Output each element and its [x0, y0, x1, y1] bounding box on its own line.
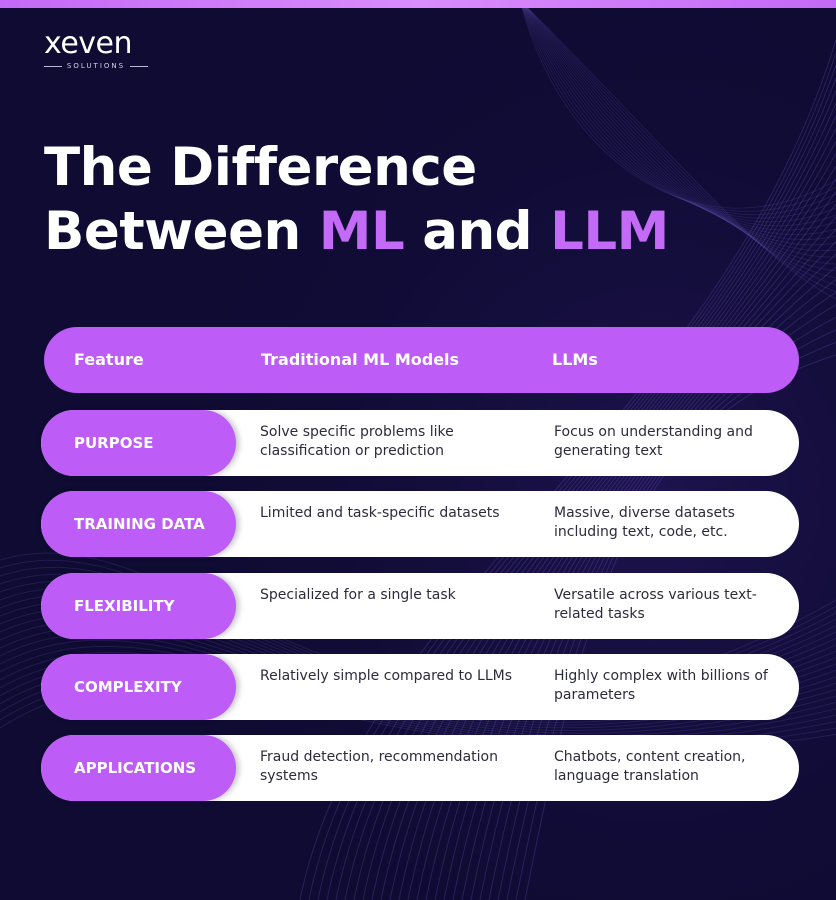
brand-logo: xeven SOLUTIONS	[44, 26, 149, 70]
title-accent-llm: LLM	[550, 201, 669, 262]
title-accent-ml: ML	[318, 201, 405, 262]
table-row-purpose: PURPOSE Solve specific problems like cla…	[41, 410, 799, 476]
wave-line	[519, 0, 836, 212]
logo-rule-right	[130, 65, 149, 67]
cell-llm: Chatbots, content creation, language tra…	[554, 749, 746, 784]
cell-llm: Focus on understanding and generating te…	[554, 424, 753, 459]
cell-traditional-ml: Limited and task-specific datasets	[260, 505, 500, 521]
cell-llm: Massive, diverse datasets including text…	[554, 505, 735, 540]
wave-line	[519, 0, 836, 286]
title-line-1: The Difference	[44, 137, 477, 198]
cell-traditional-ml: Specialized for a single task	[260, 587, 456, 603]
row-label: FLEXIBILITY	[74, 597, 175, 615]
logo-wordmark: xeven	[44, 26, 133, 61]
wave-line	[519, 0, 836, 272]
cell-llm: Highly complex with billions of paramete…	[554, 668, 768, 703]
wave-line	[519, 0, 836, 219]
row-label: TRAINING DATA	[74, 515, 205, 533]
table-row-training-data: TRAINING DATA Limited and task-specific …	[41, 491, 799, 557]
table-row-applications: APPLICATIONS Fraud detection, recommenda…	[41, 735, 799, 801]
cell-traditional-ml: Fraud detection, recommendation systems	[260, 749, 498, 784]
top-accent-bar	[0, 0, 836, 8]
wave-line	[519, 0, 836, 231]
header-traditional-ml: Traditional ML Models	[261, 350, 460, 369]
wave-line	[519, 0, 836, 265]
wave-line	[519, 0, 836, 216]
row-label: APPLICATIONS	[74, 759, 197, 777]
wave-line	[519, 0, 836, 293]
cell-llm: Versatile across various text-related ta…	[554, 587, 757, 622]
wave-line	[519, 0, 836, 209]
wave-line	[519, 0, 836, 252]
table-row-flexibility: FLEXIBILITY Specialized for a single tas…	[41, 573, 799, 639]
table-row-complexity: COMPLEXITY Relatively simple compared to…	[41, 654, 799, 720]
table-header: Feature Traditional ML Models LLMs	[44, 327, 799, 393]
row-label: PURPOSE	[74, 434, 154, 452]
title-and: and	[422, 201, 533, 262]
cell-traditional-ml: Relatively simple compared to LLMs	[260, 668, 512, 684]
header-feature: Feature	[74, 350, 144, 369]
row-label-pill: PURPOSE	[41, 410, 236, 476]
logo-subline: SOLUTIONS	[44, 62, 149, 70]
logo-rule-left	[44, 65, 62, 67]
wave-line	[519, 0, 836, 236]
row-label-pill: COMPLEXITY	[41, 654, 236, 720]
wave-line	[519, 0, 836, 227]
wave-line	[519, 0, 836, 279]
row-label-pill: TRAINING DATA	[41, 491, 236, 557]
wave-line	[519, 0, 836, 246]
row-label: COMPLEXITY	[74, 678, 182, 696]
row-label-pill: APPLICATIONS	[41, 735, 236, 801]
wave-line	[519, 0, 836, 241]
wave-line	[519, 0, 836, 258]
logo-subtitle: SOLUTIONS	[66, 62, 126, 70]
row-label-pill: FLEXIBILITY	[41, 573, 236, 639]
cell-traditional-ml: Solve specific problems like classificat…	[260, 424, 454, 459]
header-llms: LLMs	[552, 350, 598, 369]
title-between: Between	[44, 201, 301, 262]
wave-line	[519, 0, 836, 223]
page-title: The Difference Between ML and LLM	[44, 136, 669, 264]
wave-line	[519, 0, 836, 300]
